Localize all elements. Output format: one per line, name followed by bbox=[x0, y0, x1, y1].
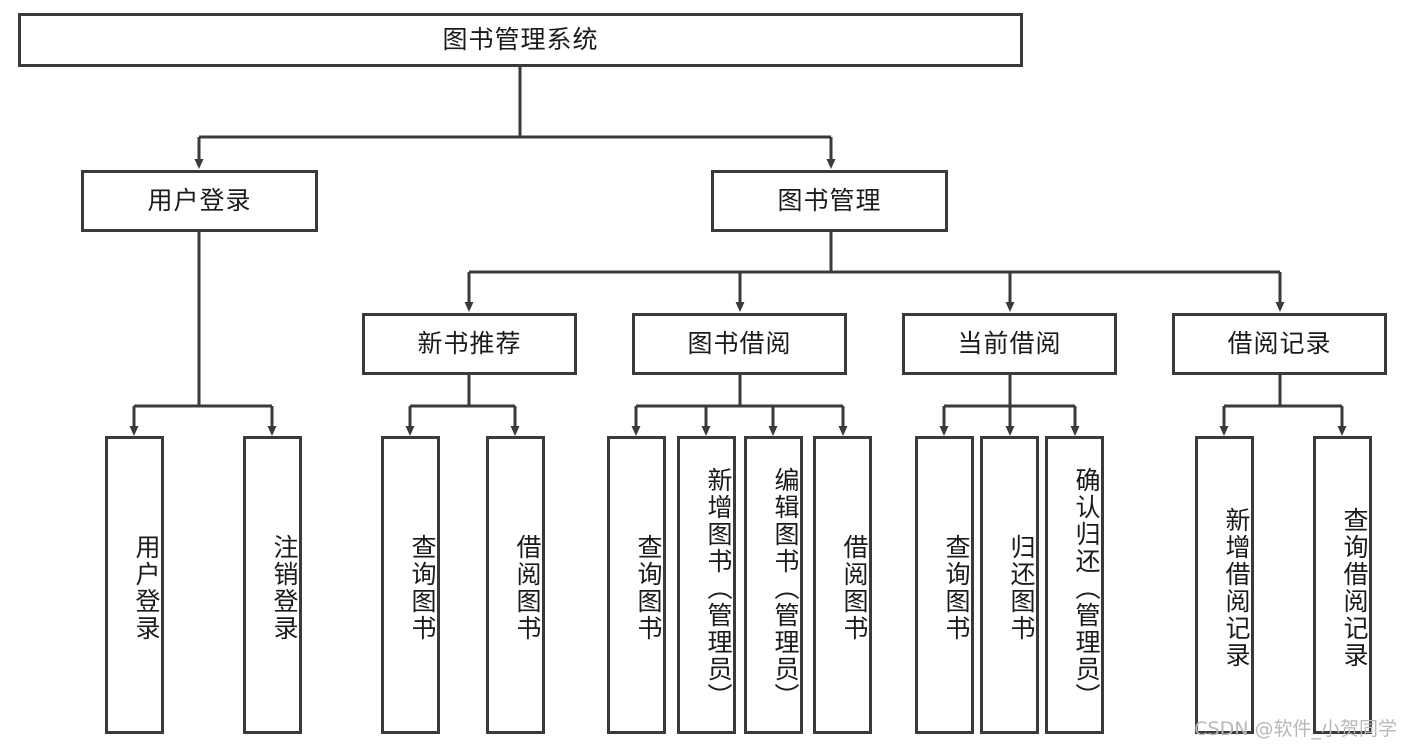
node-label: 新增借阅记录 bbox=[1222, 507, 1251, 669]
node-label: 编辑图书（管理员） bbox=[771, 466, 800, 710]
node-label: 当前借阅 bbox=[957, 329, 1062, 359]
node-label: 注销登录 bbox=[270, 534, 299, 642]
leaf-current-borrow-return[interactable]: 归还图书 bbox=[980, 436, 1039, 734]
leaf-borrow-record-add[interactable]: 新增借阅记录 bbox=[1195, 436, 1254, 734]
node-label: 新书推荐 bbox=[417, 329, 522, 359]
node-label: 借阅图书 bbox=[513, 534, 542, 642]
node-label: 查询图书 bbox=[634, 534, 663, 642]
leaf-borrow-record-query[interactable]: 查询借阅记录 bbox=[1313, 436, 1372, 734]
leaf-new-book-borrow[interactable]: 借阅图书 bbox=[486, 436, 545, 734]
node-label: 图书管理 bbox=[777, 186, 882, 216]
node-label: 图书借阅 bbox=[687, 329, 792, 359]
node-root-system[interactable]: 图书管理系统 bbox=[18, 13, 1023, 67]
node-current-borrow[interactable]: 当前借阅 bbox=[902, 313, 1117, 375]
node-label: 图书管理系统 bbox=[442, 25, 599, 55]
leaf-current-borrow-confirm-return[interactable]: 确认归还（管理员） bbox=[1045, 436, 1104, 734]
leaf-book-borrow-query[interactable]: 查询图书 bbox=[607, 436, 666, 734]
leaf-book-borrow-edit[interactable]: 编辑图书（管理员） bbox=[744, 436, 803, 734]
watermark-text: CSDN @软件_小贺同学 bbox=[1194, 718, 1397, 740]
node-label: 借阅记录 bbox=[1227, 329, 1332, 359]
node-user-login[interactable]: 用户登录 bbox=[81, 170, 318, 232]
node-new-book-recommend[interactable]: 新书推荐 bbox=[362, 313, 577, 375]
leaf-new-book-query[interactable]: 查询图书 bbox=[381, 436, 440, 734]
leaf-book-borrow-borrow[interactable]: 借阅图书 bbox=[813, 436, 872, 734]
node-label: 查询图书 bbox=[408, 534, 437, 642]
node-label: 新增图书（管理员） bbox=[704, 466, 733, 710]
node-label: 查询借阅记录 bbox=[1340, 507, 1369, 669]
node-book-borrow[interactable]: 图书借阅 bbox=[632, 313, 847, 375]
leaf-current-borrow-query[interactable]: 查询图书 bbox=[915, 436, 974, 734]
node-label: 用户登录 bbox=[132, 534, 161, 642]
node-label: 用户登录 bbox=[147, 186, 252, 216]
leaf-user-login-signout[interactable]: 注销登录 bbox=[243, 436, 302, 734]
node-label: 查询图书 bbox=[942, 534, 971, 642]
node-label: 确认归还（管理员） bbox=[1072, 466, 1101, 710]
node-book-management[interactable]: 图书管理 bbox=[711, 170, 948, 232]
node-label: 借阅图书 bbox=[840, 534, 869, 642]
node-borrow-record[interactable]: 借阅记录 bbox=[1172, 313, 1387, 375]
node-label: 归还图书 bbox=[1007, 534, 1036, 642]
leaf-user-login-signin[interactable]: 用户登录 bbox=[105, 436, 164, 734]
leaf-book-borrow-add[interactable]: 新增图书（管理员） bbox=[677, 436, 736, 734]
